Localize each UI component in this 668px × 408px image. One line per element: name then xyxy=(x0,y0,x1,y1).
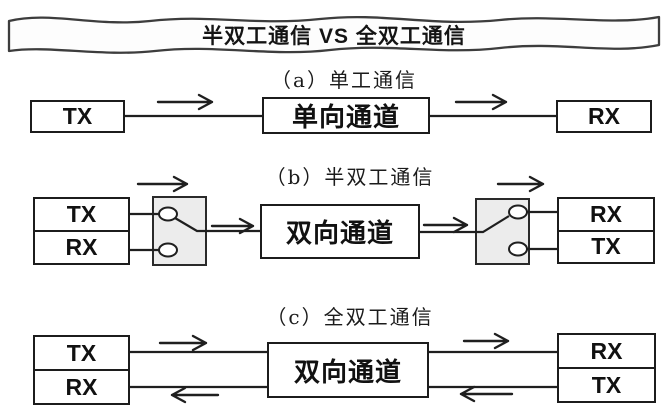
caption-simplex: （a）单工通信 xyxy=(271,68,417,92)
station-cell-rx: RX xyxy=(590,337,623,364)
right-switch-box xyxy=(475,198,530,265)
flow-arrow-right-icon xyxy=(156,93,214,111)
simplex-tx-box: TX xyxy=(30,100,125,133)
left-switch-box xyxy=(152,196,207,266)
station-cell-tx: TX xyxy=(66,201,97,227)
station-cell-tx: TX xyxy=(559,229,653,263)
simplex-channel-box: 单向通道 xyxy=(262,97,430,134)
diagram-title: 半双工通信 VS 全双工通信 xyxy=(202,25,466,48)
full-duplex-channel-box: 双向通道 xyxy=(267,342,429,398)
flow-arrow-right-icon xyxy=(210,217,255,235)
half-duplex-channel-box: 双向通道 xyxy=(260,204,420,259)
flow-arrow-right-icon xyxy=(422,216,469,234)
station-cell-rx: RX xyxy=(35,369,128,403)
station-cell-rx: RX xyxy=(590,200,622,227)
station-cell-tx: TX xyxy=(559,367,654,401)
flow-arrow-right-icon xyxy=(158,334,208,352)
station-cell-tx: TX xyxy=(66,339,97,366)
half-duplex-right-station: RX TX xyxy=(557,197,655,264)
half-duplex-left-station: TX RX xyxy=(33,197,130,265)
full-duplex-left-station: TX RX xyxy=(33,335,130,405)
station-cell-rx: RX xyxy=(35,230,128,263)
caption-full-duplex: （c）全双工通信 xyxy=(266,305,434,329)
flow-arrow-right-icon xyxy=(454,93,508,111)
full-duplex-right-station: RX TX xyxy=(557,333,656,403)
flow-arrow-left-icon xyxy=(459,385,514,403)
flow-arrow-left-icon xyxy=(170,386,220,404)
flow-arrow-right-icon xyxy=(462,332,510,350)
caption-half-duplex: （b）半双工通信 xyxy=(265,165,435,189)
simplex-rx-box: RX xyxy=(556,100,652,133)
